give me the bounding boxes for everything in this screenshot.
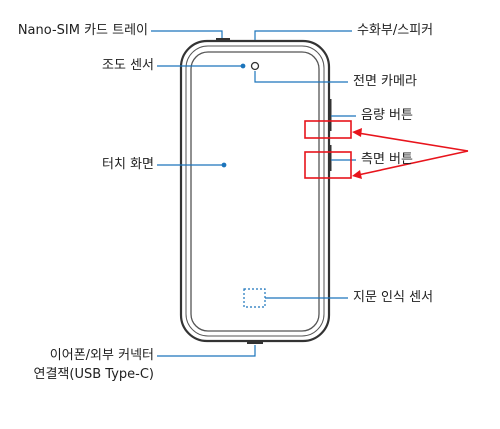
- usb-port-slot: [247, 341, 263, 344]
- side-highlight-box: [304, 151, 352, 179]
- leader-sim-tray: [151, 30, 223, 38]
- phone-inner-frame: [185, 45, 325, 337]
- phone-screen: [190, 51, 320, 332]
- label-side-button: 측면 버튼: [361, 152, 413, 167]
- fingerprint-area: [243, 288, 266, 308]
- label-sim-tray: Nano-SIM 카드 트레이: [17, 23, 148, 38]
- label-earphone-line2: 연결잭(USB Type-C): [33, 367, 154, 382]
- leader-touch-screen-dot: [221, 162, 227, 168]
- leader-front-camera: [254, 71, 348, 83]
- leader-speaker: [254, 30, 352, 40]
- volume-button-shape: [328, 99, 332, 131]
- label-touch-screen: 터치 화면: [102, 157, 154, 172]
- arrowhead-volume: [352, 128, 362, 137]
- phone-body: [179, 39, 331, 343]
- label-volume-button: 음량 버튼: [361, 108, 413, 123]
- speaker-slot: [247, 40, 263, 42]
- arrow-to-side: [357, 150, 469, 176]
- label-receiver-speaker: 수화부/스피커: [357, 23, 434, 38]
- volume-highlight-box: [304, 120, 352, 139]
- arrowhead-side: [352, 170, 362, 179]
- sim-tray-slot: [216, 38, 230, 41]
- label-proximity-sensor: 조도 센서: [102, 58, 154, 73]
- side-button-shape: [328, 145, 332, 171]
- label-earphone-line1: 이어폰/외부 커넥터: [49, 348, 154, 363]
- leader-usb: [157, 345, 256, 357]
- label-fingerprint-sensor: 지문 인식 센서: [353, 290, 434, 305]
- arrow-to-volume: [357, 132, 469, 152]
- label-front-camera: 전면 카메라: [353, 74, 417, 89]
- front-camera-lens: [250, 61, 260, 71]
- leader-proximity-dot: [240, 63, 246, 69]
